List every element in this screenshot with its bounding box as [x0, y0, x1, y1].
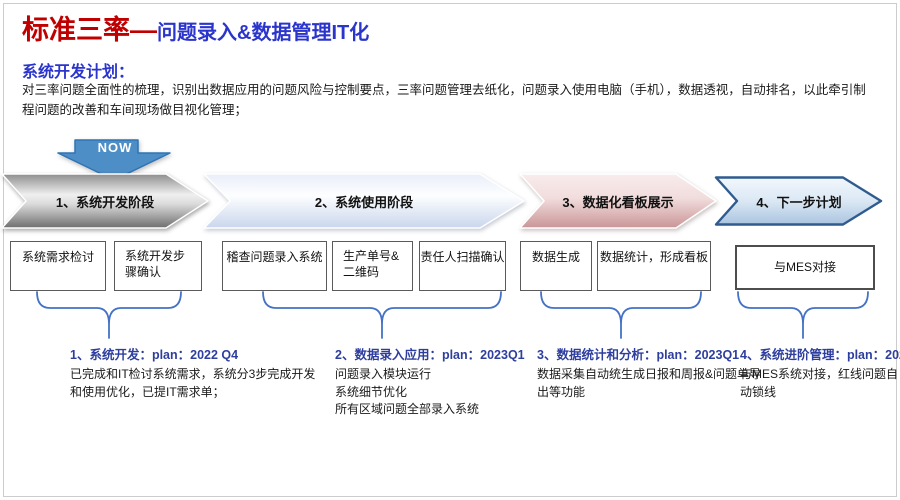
plan-text: 所有区域问题全部录入系统 [335, 401, 480, 416]
plan-text: 数据采集自动统生成日报和周报&问题单导出等功能 [537, 367, 762, 399]
plan-title: 2、数据录入应用：plan：2023Q1 [335, 348, 525, 362]
brace-icon [262, 291, 502, 339]
phase-arrow-4-label: 4、下一步计划 [756, 194, 842, 210]
plan-text: 问题录入模块运行 [335, 367, 432, 382]
title-sub: 问题录入&数据管理IT化 [157, 22, 370, 44]
brace-icon [540, 291, 702, 339]
section-heading: 系统开发计划： [22, 64, 135, 81]
down-arrow-icon [57, 139, 171, 181]
phase-arrow-2: 2、系统使用阶段 [203, 173, 525, 229]
title-main: 标准三率— [22, 15, 157, 45]
task-box: 系统开发步骤确认 [114, 241, 202, 291]
phase-arrow-2-label: 2、系统使用阶段 [314, 194, 414, 210]
section-description: 对三率问题全面性的梳理，识别出数据应用的问题风险与控制要点，三率问题管理去纸化，… [22, 83, 866, 117]
brace-icon [36, 291, 182, 339]
slide-title: 标准三率—问题录入&数据管理IT化 [22, 8, 369, 47]
phase-arrow-4: 4、下一步计划 [714, 176, 884, 226]
plan-block-4: 4、系统进阶管理：plan：2023Q1 与MES系统对接，红线问题自动锁线 [740, 346, 900, 401]
task-box: 数据统计，形成看板 [597, 241, 711, 291]
chevron-icon [519, 173, 717, 229]
plan-text: 已完成和IT检讨系统需求，系统分3步完成开发和使用优化，已提IT需求单； [70, 367, 316, 399]
plan-text: 与MES系统对接，红线问题自动锁线 [740, 367, 899, 399]
task-box: 与MES对接 [735, 245, 875, 290]
phase-arrow-3: 3、数据化看板展示 [519, 173, 717, 229]
task-box: 系统需求检讨 [10, 241, 106, 291]
brace-icon [737, 291, 869, 339]
task-box: 责任人扫描确认 [419, 241, 506, 291]
phase-arrow-1: 1、系统开发阶段 [1, 173, 209, 229]
plan-title: 4、系统进阶管理：plan：2023Q1 [740, 348, 900, 362]
chevron-icon [203, 173, 525, 229]
plan-title: 1、系统开发：plan：2022 Q4 [70, 348, 239, 362]
phase-arrow-1-label: 1、系统开发阶段 [55, 194, 155, 210]
now-label: NOW [97, 139, 133, 155]
plan-title: 3、数据统计和分析：plan：2023Q1 [537, 348, 740, 362]
plan-block-2: 2、数据录入应用：plan：2023Q1 问题录入模块运行 系统细节优化 所有区… [335, 346, 550, 418]
task-box: 数据生成 [520, 241, 592, 291]
plan-text: 系统细节优化 [335, 384, 408, 399]
chevron-icon [714, 176, 883, 226]
now-marker: NOW [56, 139, 174, 182]
chevron-icon [1, 173, 209, 229]
plan-block-1: 1、系统开发：plan：2022 Q4 已完成和IT检讨系统需求，系统分3步完成… [70, 346, 325, 401]
plan-block-3: 3、数据统计和分析：plan：2023Q1 数据采集自动统生成日报和周报&问题单… [537, 346, 765, 401]
task-box: 稽查问题录入系统 [222, 241, 327, 291]
phase-arrow-3-label: 3、数据化看板展示 [562, 194, 674, 210]
task-box: 生产单号&二维码 [332, 241, 413, 291]
